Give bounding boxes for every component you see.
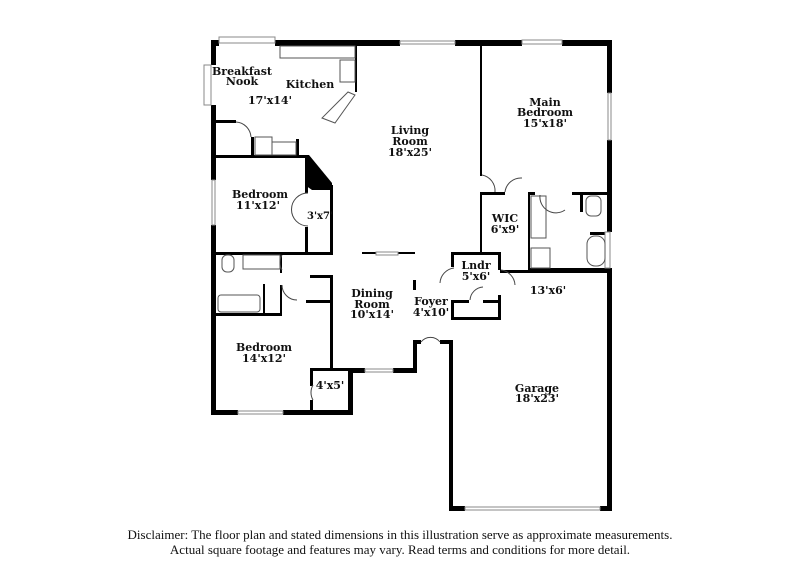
kitchen-dims: 17'x14' [248,94,292,107]
walls [211,40,612,511]
closet-3-dims: 4'x5' [316,379,345,392]
bedroom-2-dims: 11'x12' [236,199,280,212]
breakfast-nook-label: Breakfast [212,65,273,78]
wic-dims: 6'x9' [491,223,520,236]
laundry-dims: 5'x6' [462,270,491,283]
laundry-label: Lndr [461,259,490,272]
bedroom-3-label: Bedroom [236,341,292,354]
garage-dims: 18'x23' [515,392,559,405]
bedroom-2-label: Bedroom [232,188,288,201]
living-room-label: Living [391,124,429,137]
fixtures [217,45,606,313]
dining-room-dims: 10'x14' [350,308,394,321]
foyer-dims: 4'x10' [413,306,449,319]
main-bedroom-label: Main [529,96,560,109]
disclaimer-line-1: Disclaimer: The floor plan and stated di… [127,527,673,542]
living-room-dims: 18'x25' [388,146,432,159]
breakfast-nook-label-2: Nook [226,75,259,88]
main-bedroom-label-2: Bedroom [517,106,573,119]
dining-room-label: Dining [351,287,393,300]
doors [235,121,566,401]
living-room-label-2: Room [392,135,428,148]
hall-dims: 13'x6' [530,284,566,297]
main-bedroom-dims: 15'x18' [523,117,567,130]
dining-room-label-2: Room [354,298,390,311]
windows [203,36,612,511]
closet-2-dims: 3'x7' [307,211,333,222]
bedroom-3-dims: 14'x12' [242,352,286,365]
wic-label: WIC [491,212,518,225]
kitchen-label: Kitchen [286,78,335,91]
foyer-label: Foyer [414,295,448,308]
room-labels: Breakfast Nook Kitchen 17'x14' Living Ro… [212,65,573,405]
disclaimer-line-2: Actual square footage and features may v… [169,542,631,557]
garage-label: Garage [515,382,559,395]
